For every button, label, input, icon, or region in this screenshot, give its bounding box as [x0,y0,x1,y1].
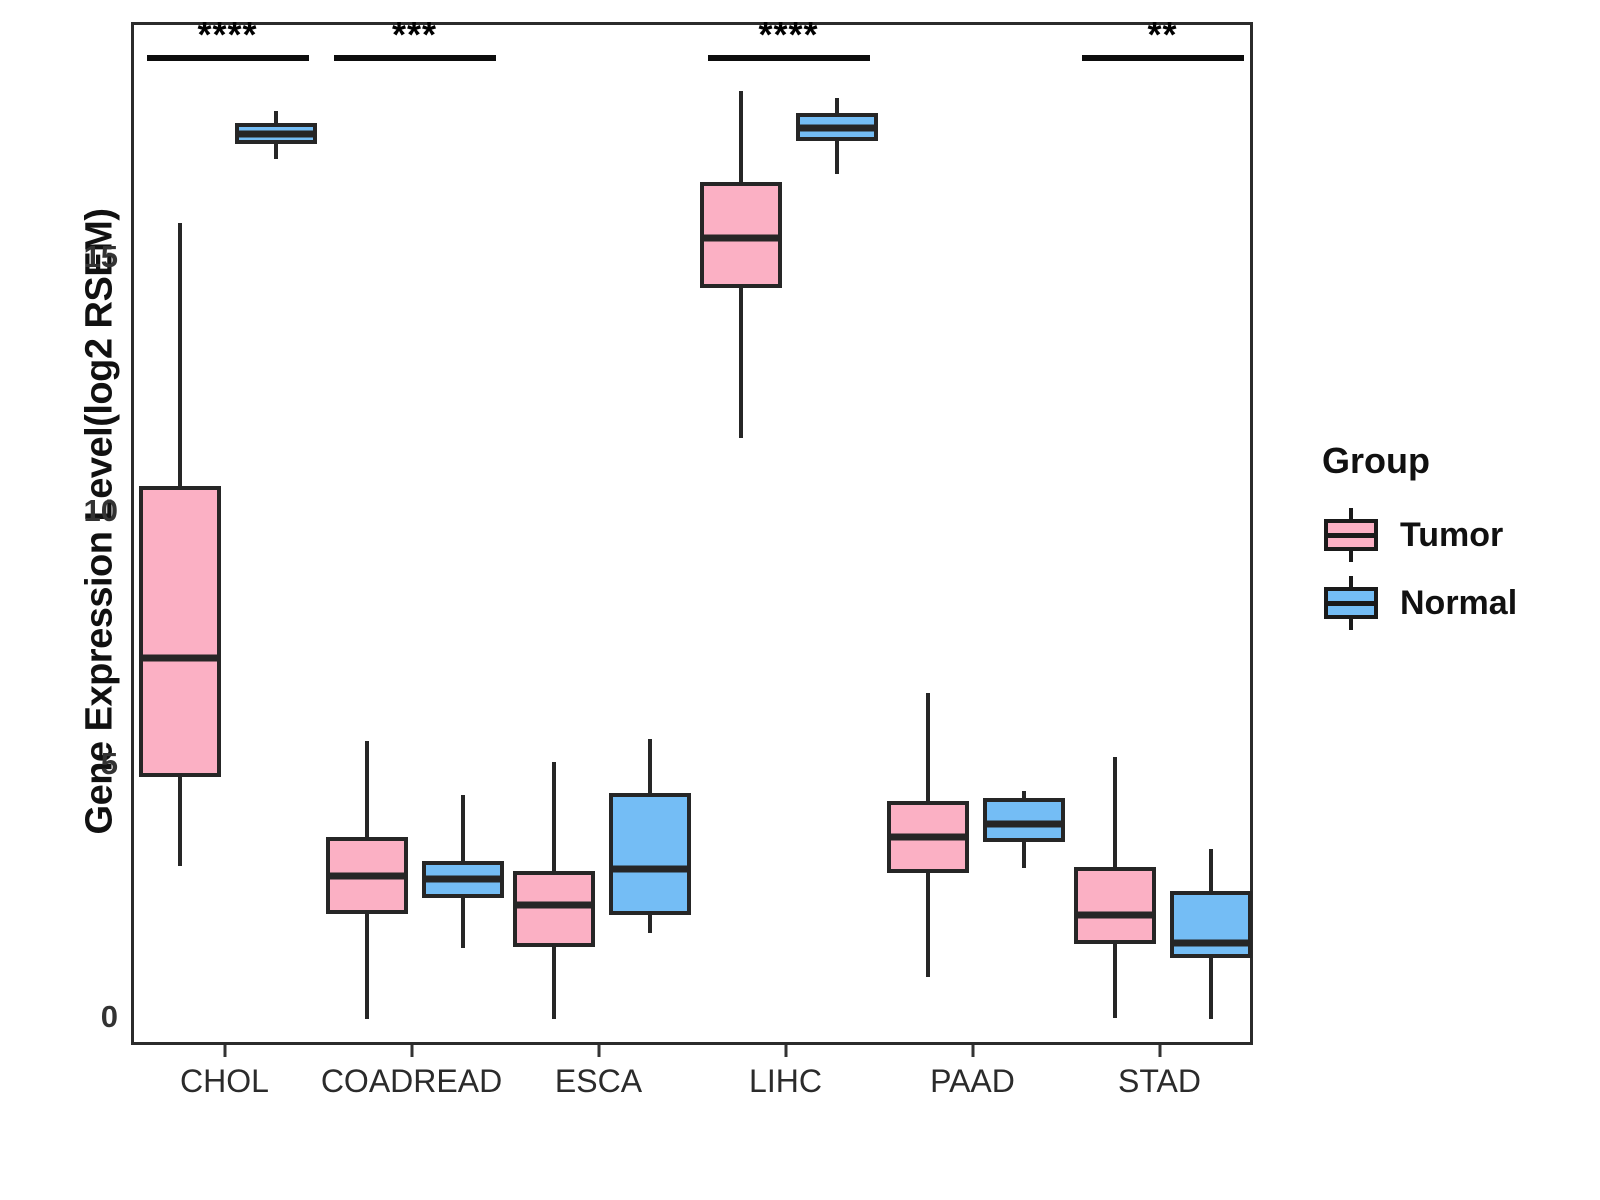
box-esca-tumor [512,870,595,947]
legend-item-normal[interactable]: Normal [1322,572,1582,634]
median-line [886,833,969,841]
x-tick-label-esca: ESCA [554,1063,643,1099]
whisker-lower [1021,841,1026,869]
box-chol-tumor [138,485,221,778]
median-line [982,820,1065,828]
box-esca-normal [608,793,691,915]
whisker-upper [1208,848,1213,891]
whisker-upper [551,761,556,871]
x-tick-label-stad: STAD [1118,1063,1201,1099]
legend-whisker-bottom [1349,618,1353,630]
x-tick-mark [971,1045,974,1057]
median-line [325,872,408,880]
legend-item-tumor[interactable]: Tumor [1322,504,1582,566]
whisker-lower [1208,958,1213,1020]
median-line [138,654,221,662]
plot-panel: ************* [131,17,1253,1045]
legend-whisker-top [1349,508,1353,520]
x-tick-mark [410,1045,413,1057]
x-tick-label-lihc: LIHC [749,1063,822,1099]
box-paad-normal [982,798,1065,842]
significance-label-chol: **** [197,14,258,56]
median-line [699,234,782,242]
median-line [512,901,595,909]
x-tick-mark [223,1045,226,1057]
box-stad-tumor [1073,867,1156,945]
y-tick-label: 5 [100,745,118,781]
x-tick-mark [784,1045,787,1057]
whisker-upper [834,98,839,113]
whisker-lower [364,913,369,1020]
whisker-lower [273,144,278,160]
legend-whisker-top [1349,576,1353,588]
whisker-upper [460,794,465,861]
plot-area: ************* [134,17,1252,1042]
whisker-upper [647,739,652,794]
whisker-lower [177,777,182,866]
whisker-lower [460,897,465,949]
x-axis: CHOL COADREAD ESCA LIHC PAAD STAD [131,1045,1253,1165]
x-tick-label-chol: CHOL [180,1063,269,1099]
whisker-upper [177,222,182,486]
significance-bar-coadread [333,55,496,62]
median-line [234,130,317,138]
y-tick-label: 15 [83,239,118,275]
legend-key-tumor [1322,506,1380,564]
legend-whisker-bottom [1349,550,1353,562]
whisker-upper [364,740,369,837]
whisker-upper [1021,791,1026,799]
legend-median [1324,533,1378,538]
median-line [1073,911,1156,919]
significance-bar-chol [146,55,309,62]
x-tick-mark [597,1045,600,1057]
y-axis-tick-labels: 0 5 10 15 [56,0,187,1200]
median-line [1169,939,1252,947]
legend-label-tumor: Tumor [1400,515,1504,554]
legend-key-normal [1322,574,1380,632]
x-tick-label-coadread: COADREAD [320,1063,503,1099]
whisker-lower [925,873,930,978]
whisker-upper [1112,756,1117,868]
median-line [795,124,878,132]
median-line [608,865,691,873]
whisker-lower [551,946,556,1020]
significance-label-stad: ** [1147,14,1178,56]
whisker-upper [925,693,930,802]
legend-title: Group [1322,440,1430,481]
whisker-lower [647,914,652,934]
y-tick-label: 10 [83,492,118,528]
box-stad-normal [1169,891,1252,959]
significance-bar-stad [1081,55,1244,62]
whisker-upper [273,111,278,123]
legend-label-normal: Normal [1400,583,1518,622]
significance-label-lihc: **** [758,14,819,56]
significance-bar-lihc [707,55,870,62]
whisker-upper [738,90,743,182]
median-line [421,875,504,883]
y-tick-label: 0 [100,999,118,1035]
whisker-lower [1112,944,1117,1018]
whisker-lower [834,141,839,175]
legend-median [1324,601,1378,606]
x-tick-mark [1158,1045,1161,1057]
whisker-lower [738,288,743,438]
significance-label-coadread: *** [391,14,438,56]
x-tick-label-paad: PAAD [930,1063,1015,1099]
